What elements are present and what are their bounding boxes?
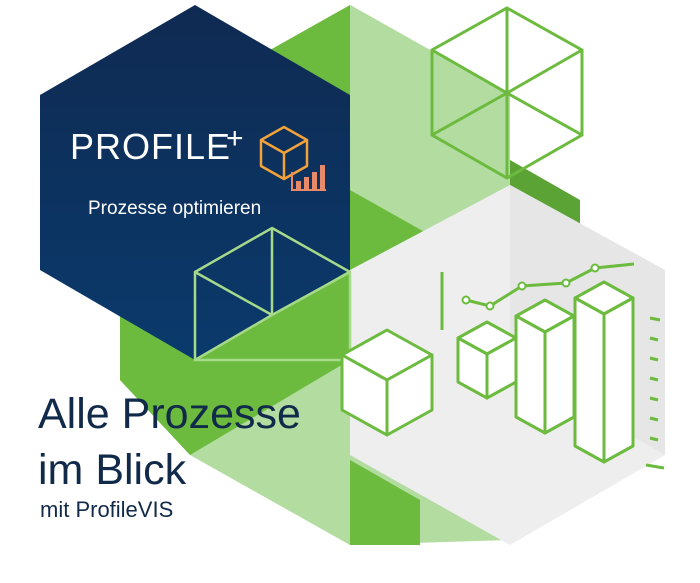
- green-bottom-wedge: [350, 460, 420, 545]
- wireframe-cube-middle: [193, 226, 352, 362]
- headline-line-2: im Blick: [38, 446, 187, 494]
- bar-chart-3d: [456, 280, 635, 464]
- axis-ticks: [649, 316, 661, 442]
- wireframe-cube-top: [430, 6, 584, 180]
- tagline: mit ProfileVIS: [40, 497, 174, 522]
- brand-slogan: Prozesse optimieren: [88, 198, 262, 219]
- bar-chart-icon: [291, 165, 326, 191]
- trend-points: [461, 263, 600, 311]
- brand-name: PROFILE: [70, 126, 232, 167]
- bar-3: [573, 280, 635, 464]
- headline-line-1: Alle Prozesse: [38, 390, 301, 438]
- bar-1: [456, 320, 518, 400]
- brand-plus: +: [226, 122, 244, 155]
- cube-block-left: [340, 328, 434, 437]
- cube-icon: [259, 125, 309, 181]
- bar-2: [514, 298, 576, 435]
